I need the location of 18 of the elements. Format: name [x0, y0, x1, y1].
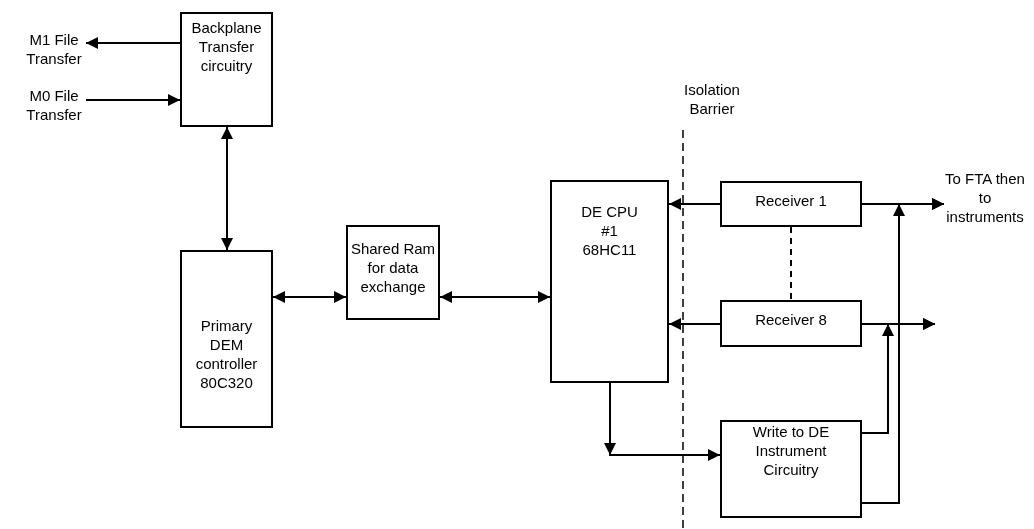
- node-text: Receiver 1: [755, 191, 827, 210]
- process-box: [180, 250, 273, 428]
- node-text: Primary DEM controller 80C320: [194, 316, 259, 392]
- process-box: [346, 225, 440, 320]
- barrier-label: Isolation Barrier: [683, 80, 741, 118]
- process-box: [720, 181, 862, 227]
- process-box: [180, 12, 273, 127]
- node-text: DE CPU #1 68HC11: [580, 202, 639, 259]
- process-box: [720, 300, 862, 347]
- node-text: M0 File Transfer: [25, 86, 83, 124]
- node-text: Receiver 8: [755, 310, 827, 329]
- node-text: Shared Ram for data exchange: [349, 239, 437, 296]
- node-text: Write to DE Instrument Circuitry: [751, 422, 831, 479]
- node-text: M1 File Transfer: [25, 30, 83, 68]
- process-box: [720, 420, 862, 518]
- node-text: Backplane Transfer circuitry: [190, 18, 263, 75]
- node-text: To FTA then to instruments: [944, 168, 1026, 226]
- process-box: [550, 180, 669, 383]
